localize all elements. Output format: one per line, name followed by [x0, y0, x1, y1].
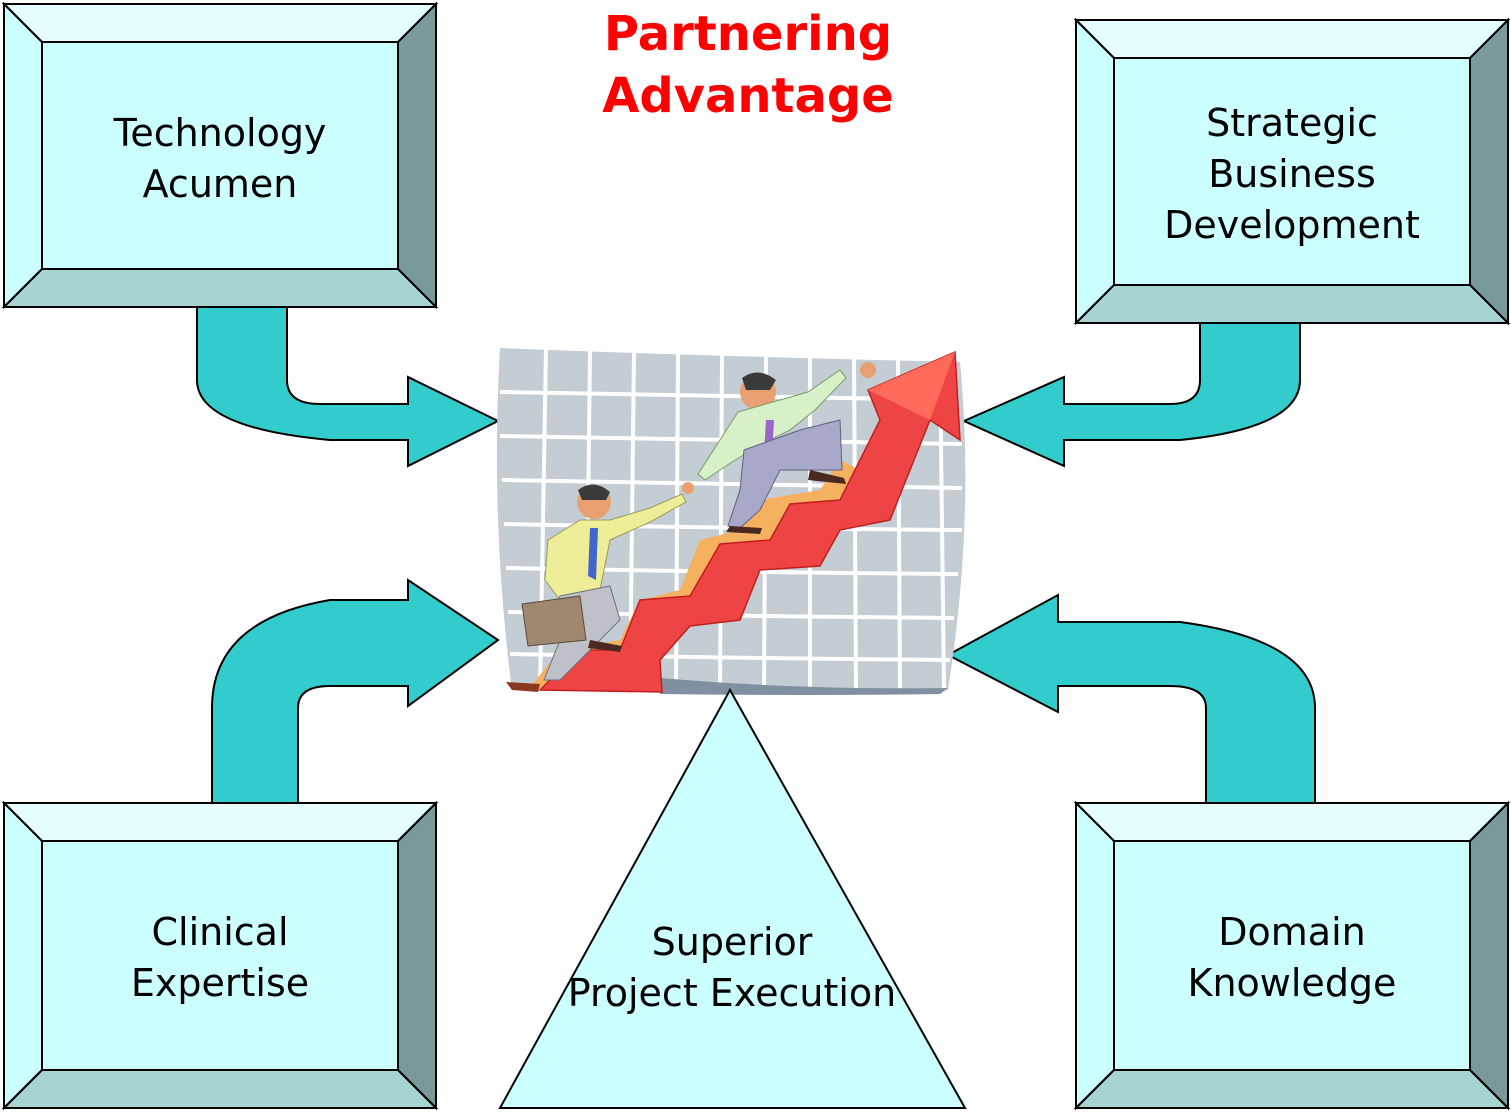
box-label-line-3: Development: [1164, 203, 1420, 247]
title-line-1: Partnering: [604, 6, 892, 62]
box-label-line-1: Strategic: [1206, 101, 1378, 145]
diagram-title: Partnering Advantage: [602, 6, 894, 124]
title-line-2: Advantage: [602, 68, 894, 124]
box-clinical-expertise: Clinical Expertise: [1, 800, 439, 1111]
triangle-superior-project-execution: Superior Project Execution: [498, 687, 967, 1109]
triangle-label-line-2: Project Execution: [568, 971, 897, 1015]
arrow-technology-to-center: [196, 306, 501, 468]
box-label-line-1: Domain: [1218, 910, 1365, 954]
box-label-line-2: Expertise: [131, 961, 309, 1005]
businessman-top: [697, 362, 876, 534]
box-strategic-business-development: Strategic Business Development: [1073, 17, 1511, 326]
arrow-domain-to-center: [945, 593, 1316, 804]
box-label-line-2: Business: [1208, 152, 1376, 196]
triangle-label-line-1: Superior: [652, 920, 813, 964]
center-illustration: [496, 347, 966, 695]
box-label-line-2: Knowledge: [1188, 961, 1397, 1005]
box-label-line-1: Technology: [113, 111, 327, 155]
box-label-line-2: Acumen: [143, 162, 298, 206]
box-label-line-1: Clinical: [151, 910, 288, 954]
arrow-strategic-to-center: [961, 322, 1301, 468]
arrow-clinical-to-center: [211, 578, 500, 804]
box-technology-acumen: Technology Acumen: [1, 1, 439, 310]
businessman-bottom: [506, 482, 694, 692]
box-domain-knowledge: Domain Knowledge: [1073, 800, 1511, 1111]
